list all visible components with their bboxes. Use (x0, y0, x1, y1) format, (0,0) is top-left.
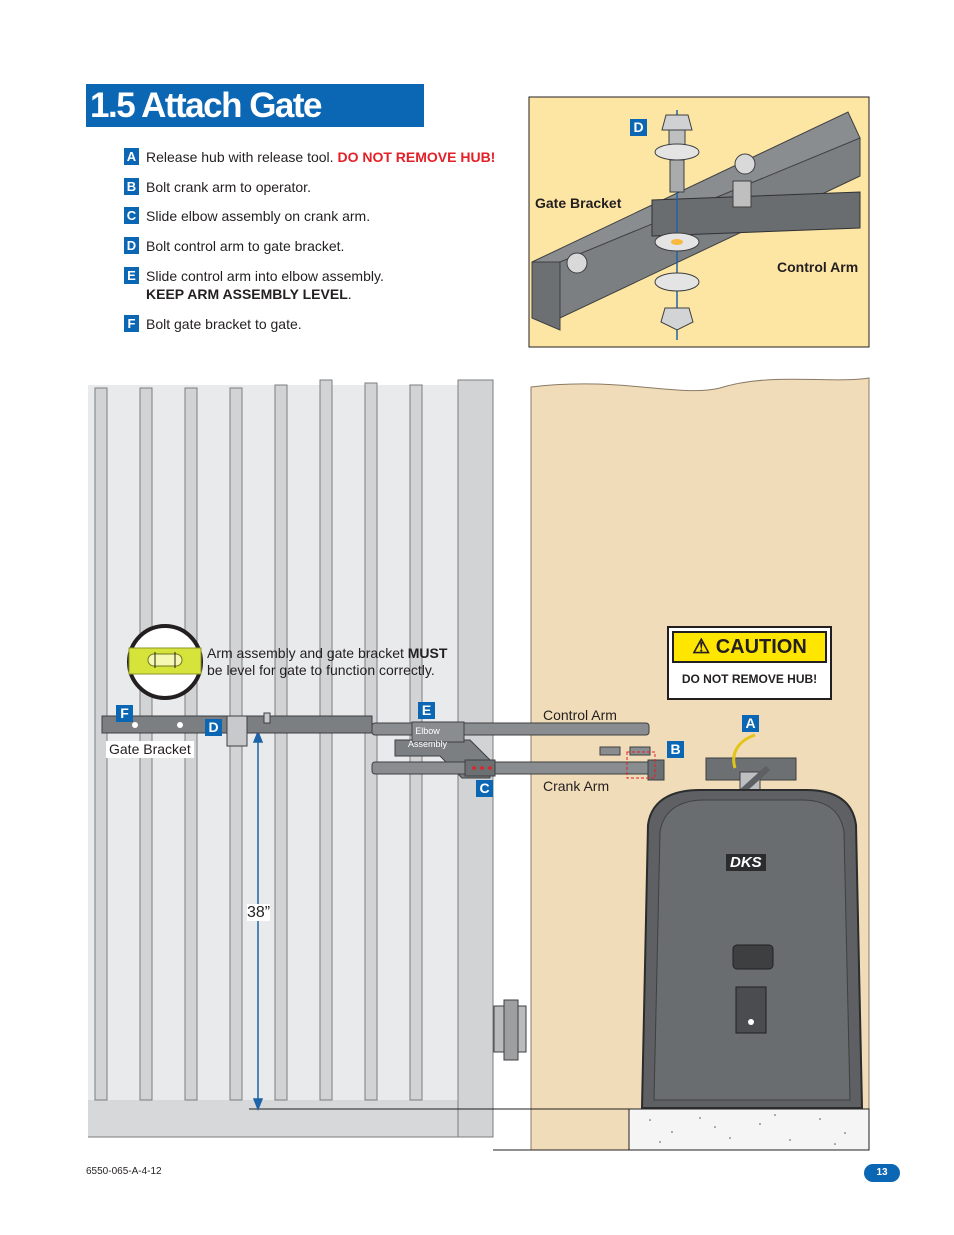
step-letter: B (124, 178, 139, 195)
step-f: F Bolt gate bracket to gate. (124, 315, 302, 333)
height-label: 38” (247, 904, 271, 921)
callout-d: D (205, 719, 222, 736)
detail-panel (528, 96, 870, 348)
page-title: 1.5 Attach Gate Bracket (86, 84, 424, 168)
page-number: 13 (864, 1164, 900, 1182)
callout-e: E (418, 702, 435, 719)
step-letter: C (124, 207, 139, 224)
level-icon (127, 624, 203, 700)
step-emphasis: KEEP ARM ASSEMBLY LEVEL (146, 286, 348, 302)
caution-heading: ⚠ CAUTION (672, 631, 827, 663)
control-arm-label: Control Arm (543, 707, 617, 723)
callout-c: C (476, 780, 493, 797)
warning-triangle-icon: ⚠ (692, 636, 711, 658)
step-c: C Slide elbow assembly on crank arm. (124, 207, 370, 225)
step-d: D Bolt control arm to gate bracket. (124, 237, 344, 255)
detail-callout-d: D (630, 119, 647, 136)
step-text: Bolt crank arm to operator. (146, 179, 311, 195)
step-letter: F (124, 315, 139, 332)
step-a: A Release hub with release tool. DO NOT R… (124, 148, 495, 166)
detail-control-arm-label: Control Arm (777, 259, 859, 275)
gate-operator (640, 733, 864, 1109)
step-letter: D (124, 237, 139, 254)
step-text: Bolt gate bracket to gate. (146, 316, 302, 332)
crank-arm-label: Crank Arm (543, 778, 610, 794)
gate (88, 379, 527, 1138)
detail-gate-bracket-label: Gate Bracket (535, 195, 622, 211)
step-letter: E (124, 267, 139, 284)
caution-label: ⚠ CAUTION DO NOT REMOVE HUB! (667, 626, 832, 700)
crank-bolts (599, 746, 665, 781)
caution-message: DO NOT REMOVE HUB! (681, 672, 818, 686)
step-text: Slide control arm into elbow assembly. (146, 268, 384, 284)
callout-b: B (667, 741, 684, 758)
concrete-pad (628, 1108, 870, 1151)
step-b: B Bolt crank arm to operator. (124, 178, 311, 196)
step-letter: A (124, 148, 139, 165)
crank-arm (371, 761, 663, 775)
step-text: Bolt control arm to gate bracket. (146, 238, 345, 254)
gate-bracket-label: Gate Bracket (106, 741, 194, 758)
document-number: 6550-065-A-4-12 (86, 1166, 162, 1177)
callout-a: A (742, 715, 759, 732)
step-text: Release hub with release tool. (146, 149, 338, 165)
operator-logo: DKS (726, 854, 766, 871)
step-text: Slide elbow assembly on crank arm. (146, 208, 371, 224)
step-warning: DO NOT REMOVE HUB! (337, 149, 496, 165)
height-dimension (252, 729, 264, 1112)
callout-f: F (116, 705, 133, 722)
